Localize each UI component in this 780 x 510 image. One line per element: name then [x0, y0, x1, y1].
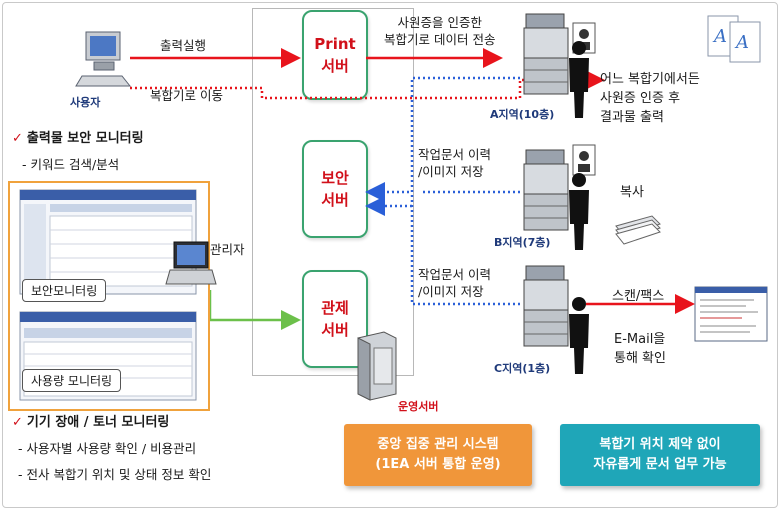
email-confirm-label: E-Mail을 통해 확인: [614, 332, 666, 366]
move-action-label: 복합기로 이동: [150, 88, 223, 103]
mfp-a-icon: [523, 13, 569, 95]
zone-c-label: C지역(1층): [494, 362, 551, 375]
person-c-icon: [569, 297, 589, 374]
id-card-icon: [572, 144, 596, 176]
print-action-label: 출력실행: [160, 38, 207, 53]
control-server-box[interactable]: 관제 서버: [302, 270, 368, 368]
security-monitor-screenshot: [19, 189, 197, 295]
security-monitor-label: 보안모니터링: [22, 279, 107, 302]
monitoring-screens-box: [8, 181, 210, 411]
zone-a-label: A지역(10층): [490, 108, 555, 121]
log-label-b: 작업문서 이력 /이미지 저장: [418, 147, 491, 179]
ops-server-icon: [357, 331, 397, 401]
svg-text:A: A: [712, 26, 727, 47]
email-window-icon: [694, 286, 768, 342]
heading-text: 기기 장애 / 토너 모니터링: [26, 415, 170, 430]
device-monitoring-heading: ✓기기 장애 / 토너 모니터링: [12, 414, 169, 431]
usage-monitor-label: 사용량 모니터링: [22, 369, 122, 392]
log-label-c: 작업문서 이력 /이미지 저장: [418, 267, 491, 299]
print-anywhere-label: 어느 복합기에서든 사원증 인증 후 결과물 출력: [600, 72, 700, 125]
bullet-usage: - 사용자별 사용량 확인 / 비용관리: [18, 441, 197, 456]
ops-server-label: 운영서버: [398, 400, 439, 413]
security-monitoring-heading: ✓출력물 보안 모니터링: [12, 130, 144, 147]
auth-transfer-label: 사원증을 인증한 복합기로 데이터 전송: [384, 15, 496, 47]
keyword-analysis-text: - 키워드 검색/분석: [22, 157, 120, 172]
svg-text:A: A: [734, 32, 749, 53]
admin-laptop-icon: [165, 241, 217, 285]
document-icon: A A: [707, 15, 761, 63]
check-icon: ✓: [12, 131, 23, 146]
scan-fax-label: 스캔/팩스: [612, 289, 665, 304]
admin-label: 관리자: [210, 242, 245, 257]
zone-b-label: B지역(7층): [494, 236, 551, 249]
location-free-banner: 복합기 위치 제약 없이 자유롭게 문서 업무 가능: [560, 424, 760, 486]
paper-stack-icon: [615, 215, 661, 245]
copy-label: 복사: [620, 185, 644, 200]
print-server-box[interactable]: Print 서버: [302, 10, 368, 100]
security-server-box[interactable]: 보안 서버: [302, 140, 368, 238]
mfp-b-icon: [523, 149, 569, 231]
check-icon: ✓: [12, 415, 23, 430]
bullet-location: - 전사 복합기 위치 및 상태 정보 확인: [18, 467, 212, 482]
mfp-c-icon: [523, 265, 569, 347]
user-computer-icon: [75, 31, 132, 87]
person-b-icon: [569, 173, 589, 250]
central-management-banner: 중앙 집중 관리 시스템 (1EA 서버 통합 운영): [344, 424, 532, 486]
heading-text: 출력물 보안 모니터링: [26, 131, 144, 146]
person-a-icon: [569, 41, 589, 118]
user-label: 사용자: [70, 96, 101, 109]
